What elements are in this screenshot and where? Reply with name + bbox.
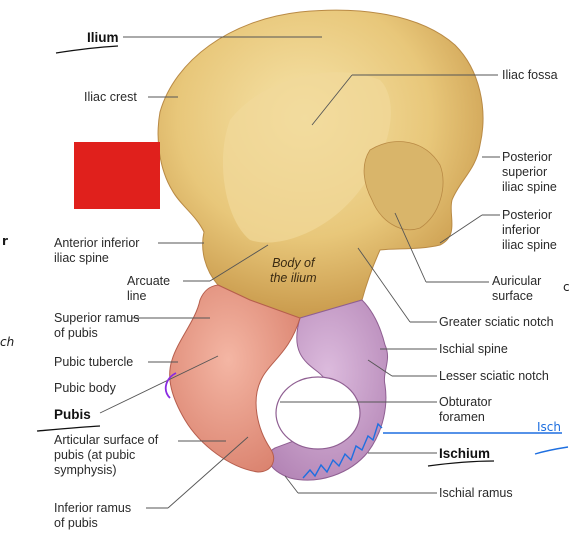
purple-ink-mark <box>164 372 177 399</box>
auricular-surface-region <box>363 141 444 230</box>
label-inferior-ramus-of-pubis: Inferior ramus of pubis <box>54 501 132 530</box>
label-pubic-tubercle: Pubic tubercle <box>54 355 134 369</box>
annotation-right-isch: Isch <box>537 420 561 434</box>
red-redaction-box <box>74 142 160 209</box>
pubis-region <box>169 284 301 473</box>
label-ischium: Ischium <box>439 446 491 461</box>
hand-underlines <box>36 45 495 467</box>
label-pubic-body: Pubic body <box>54 381 116 395</box>
annotation-left-r: r <box>2 234 8 248</box>
iliac-fossa-shade <box>222 72 391 243</box>
label-iliac-crest: Iliac crest <box>84 90 137 104</box>
blue-ink-marks <box>302 422 569 479</box>
label-greater-sciatic-notch: Greater sciatic notch <box>439 315 554 329</box>
leader-lines <box>99 36 500 509</box>
label-arcuate-line: Arcuate line <box>127 274 171 303</box>
label-posterior-superior-iliac-spine: Posterior superior iliac spine <box>502 150 557 194</box>
label-superior-ramus-of-pubis: Superior ramus of pubis <box>54 311 140 340</box>
label-body-of-ilium: Body of the ilium <box>270 256 317 285</box>
label-ischial-ramus: Ischial ramus <box>439 486 513 500</box>
label-articular-surface: Articular surface of pubis (at pubic sym… <box>54 433 159 477</box>
label-pubis: Pubis <box>54 407 91 422</box>
annotation-left-ch: ch <box>0 335 15 349</box>
label-auricular-surface: Auricular surface <box>492 274 542 303</box>
label-posterior-inferior-iliac-spine: Posterior inferior iliac spine <box>502 208 557 252</box>
annotation-right-c: c <box>563 280 570 294</box>
label-obturator-foramen: Obturator foramen <box>439 395 492 424</box>
obturator-foramen-hole <box>275 376 361 450</box>
label-anterior-inferior-iliac-spine: Anterior inferior iliac spine <box>54 236 140 265</box>
label-ilium: Ilium <box>87 30 119 45</box>
label-iliac-fossa: Iliac fossa <box>502 68 558 82</box>
label-ischial-spine: Ischial spine <box>439 342 508 356</box>
label-lesser-sciatic-notch: Lesser sciatic notch <box>439 369 549 383</box>
